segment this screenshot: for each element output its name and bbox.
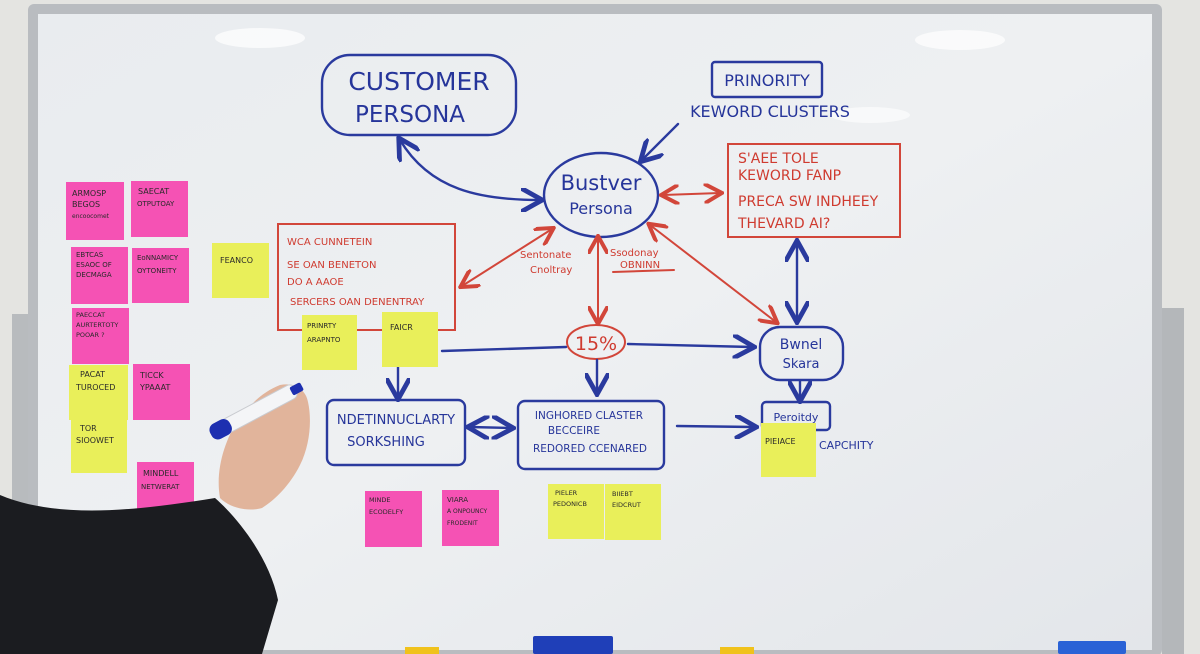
light-glare — [830, 107, 910, 123]
svg-text:CAPCHITY: CAPCHITY — [819, 439, 874, 452]
svg-text:PACAT: PACAT — [80, 370, 105, 379]
bottom-right-node: Peroitdy CAPCHITY — [760, 400, 874, 452]
svg-text:OYTONEITY: OYTONEITY — [137, 267, 177, 275]
svg-text:Bwnel: Bwnel — [780, 337, 822, 353]
right-rail — [1162, 308, 1184, 654]
svg-text:SORKSHING: SORKSHING — [347, 435, 425, 450]
svg-text:PRINRTY: PRINRTY — [307, 322, 337, 330]
yellow-marker[interactable] — [720, 647, 754, 654]
svg-text:YPAAAT: YPAAAT — [139, 383, 170, 392]
whiteboard-marker[interactable] — [207, 379, 306, 442]
svg-text:FRODENIT: FRODENIT — [447, 520, 478, 527]
svg-text:MINDELL: MINDELL — [143, 469, 179, 478]
svg-text:Sentonate: Sentonate — [520, 250, 571, 261]
svg-text:DO A AAOE: DO A AAOE — [287, 277, 344, 288]
svg-text:WCA CUNNETEIN: WCA CUNNETEIN — [287, 237, 372, 248]
svg-text:THEVARD AI?: THEVARD AI? — [737, 216, 830, 232]
svg-text:ARMOSP: ARMOSP — [72, 189, 106, 198]
svg-text:INGHORED CLASTER: INGHORED CLASTER — [535, 410, 643, 422]
svg-text:TICCK: TICCK — [139, 371, 164, 380]
svg-text:ARAPNTO: ARAPNTO — [307, 336, 341, 344]
svg-text:VIARA: VIARA — [447, 496, 468, 504]
marker-tray — [405, 636, 1126, 654]
sticky-note[interactable]: EBTCAS ESAOC OF DECMAGA — [71, 247, 128, 304]
priority-keyword-clusters: PRINORITY KEWORD CLUSTERS — [690, 60, 850, 121]
light-glare — [915, 30, 1005, 50]
svg-text:DECMAGA: DECMAGA — [76, 271, 112, 279]
blue-marker[interactable] — [533, 636, 613, 654]
sticky-notes: ARMOSP BEGOS encoocomet SAECAT OTPUTOAY EBT… — [66, 181, 816, 547]
svg-text:BEGOS: BEGOS — [72, 200, 100, 209]
svg-text:TOR: TOR — [79, 424, 97, 433]
bottom-middle-node: INGHORED CLASTER BECCEIRE REDORED CCENAR… — [516, 399, 666, 471]
svg-text:SAECAT: SAECAT — [138, 187, 169, 196]
svg-text:ECODELFY: ECODELFY — [369, 508, 403, 516]
sticky-note[interactable]: PRINRTY ARAPNTO — [302, 315, 357, 370]
svg-text:Bustver: Bustver — [561, 171, 642, 195]
yellow-marker[interactable] — [405, 647, 439, 654]
svg-text:PRECA SW INDHEEY: PRECA SW INDHEEY — [738, 194, 879, 210]
sticky-note[interactable]: PIELER PEDONICB — [548, 484, 604, 539]
light-glare — [215, 28, 305, 48]
svg-text:SERCERS OAN DENENTRAY: SERCERS OAN DENENTRAY — [290, 297, 425, 308]
svg-text:PERSONA: PERSONA — [355, 102, 465, 128]
svg-text:AURTERTOTY: AURTERTOTY — [76, 321, 118, 329]
sticky-note[interactable]: ARMOSP BEGOS encoocomet — [66, 182, 124, 240]
eraser[interactable] — [1058, 641, 1126, 654]
svg-text:BIIEBT: BIIEBT — [612, 490, 633, 498]
svg-text:OTPUTOAY: OTPUTOAY — [137, 200, 175, 208]
svg-text:15%: 15% — [575, 333, 617, 355]
presenter-arm — [0, 379, 310, 654]
svg-text:MINDE: MINDE — [369, 496, 391, 504]
svg-text:Peroitdy: Peroitdy — [774, 411, 819, 424]
sticky-note[interactable]: PIEIACE — [761, 423, 816, 477]
svg-text:POOAR ?: POOAR ? — [76, 331, 105, 339]
svg-text:PRINORITY: PRINORITY — [724, 71, 810, 90]
svg-text:CUSTOMER: CUSTOMER — [348, 67, 489, 96]
sticky-note[interactable]: EoNNAMICY OYTONEITY — [132, 248, 189, 303]
sticky-note[interactable]: TOR SIOOWET — [71, 419, 127, 473]
svg-text:Cnoltray: Cnoltray — [530, 265, 572, 276]
svg-text:PAECCAT: PAECCAT — [76, 311, 105, 319]
sticky-note[interactable]: TICCK YPAAAT — [133, 364, 190, 420]
svg-text:EoNNAMICY: EoNNAMICY — [137, 254, 179, 262]
svg-text:EIDCRUT: EIDCRUT — [612, 501, 641, 509]
svg-text:PEDONICB: PEDONICB — [553, 500, 587, 508]
svg-text:NETWERAT: NETWERAT — [141, 483, 180, 491]
svg-text:EBTCAS: EBTCAS — [76, 251, 104, 259]
svg-text:KEWORD CLUSTERS: KEWORD CLUSTERS — [690, 102, 850, 121]
svg-text:SIOOWET: SIOOWET — [76, 436, 114, 445]
svg-text:Ssodonay: Ssodonay — [610, 248, 659, 259]
svg-text:Persona: Persona — [569, 199, 633, 218]
svg-text:ESAOC OF: ESAOC OF — [76, 261, 112, 269]
svg-text:encoocomet: encoocomet — [72, 213, 110, 220]
svg-text:SE OAN BENETON: SE OAN BENETON — [287, 260, 376, 271]
svg-text:TUROCED: TUROCED — [75, 383, 115, 392]
sticky-note[interactable]: PACAT TUROCED — [69, 365, 128, 420]
sticky-note[interactable]: PAECCAT AURTERTOTY POOAR ? — [72, 308, 129, 364]
svg-text:BECCEIRE: BECCEIRE — [548, 425, 600, 437]
svg-text:OBNINN: OBNINN — [620, 260, 660, 271]
sticky-note[interactable]: VIARA A ONPOUNCY FRODENIT — [442, 490, 499, 546]
sticky-note[interactable]: FAICR — [382, 312, 438, 367]
svg-text:A ONPOUNCY: A ONPOUNCY — [447, 508, 488, 515]
svg-text:NDETINNUCLARTY: NDETINNUCLARTY — [337, 413, 455, 428]
svg-text:Skara: Skara — [783, 357, 820, 372]
svg-text:PIELER: PIELER — [555, 489, 578, 497]
left-red-box: WCA CUNNETEIN SE OAN BENETON DO A AAOE S… — [277, 223, 456, 331]
hand — [218, 384, 310, 510]
svg-text:FAICR: FAICR — [390, 323, 413, 332]
svg-text:KEWORD FANP: KEWORD FANP — [738, 168, 841, 184]
connector-arrows — [398, 122, 800, 428]
right-node: Bwnel Skara — [758, 325, 845, 382]
svg-text:REDORED CCENARED: REDORED CCENARED — [533, 443, 647, 455]
svg-text:FEANCO: FEANCO — [220, 256, 253, 265]
customer-persona-node: CUSTOMER PERSONA — [320, 53, 518, 137]
svg-text:S'AEE TOLE: S'AEE TOLE — [738, 151, 819, 167]
sticky-note[interactable]: MINDE ECODELFY — [365, 491, 422, 547]
svg-text:PIEIACE: PIEIACE — [765, 437, 796, 446]
sticky-note[interactable]: FEANCO — [212, 243, 269, 298]
sticky-note[interactable]: BIIEBT EIDCRUT — [605, 484, 661, 540]
sticky-note[interactable]: SAECAT OTPUTOAY — [131, 181, 188, 237]
